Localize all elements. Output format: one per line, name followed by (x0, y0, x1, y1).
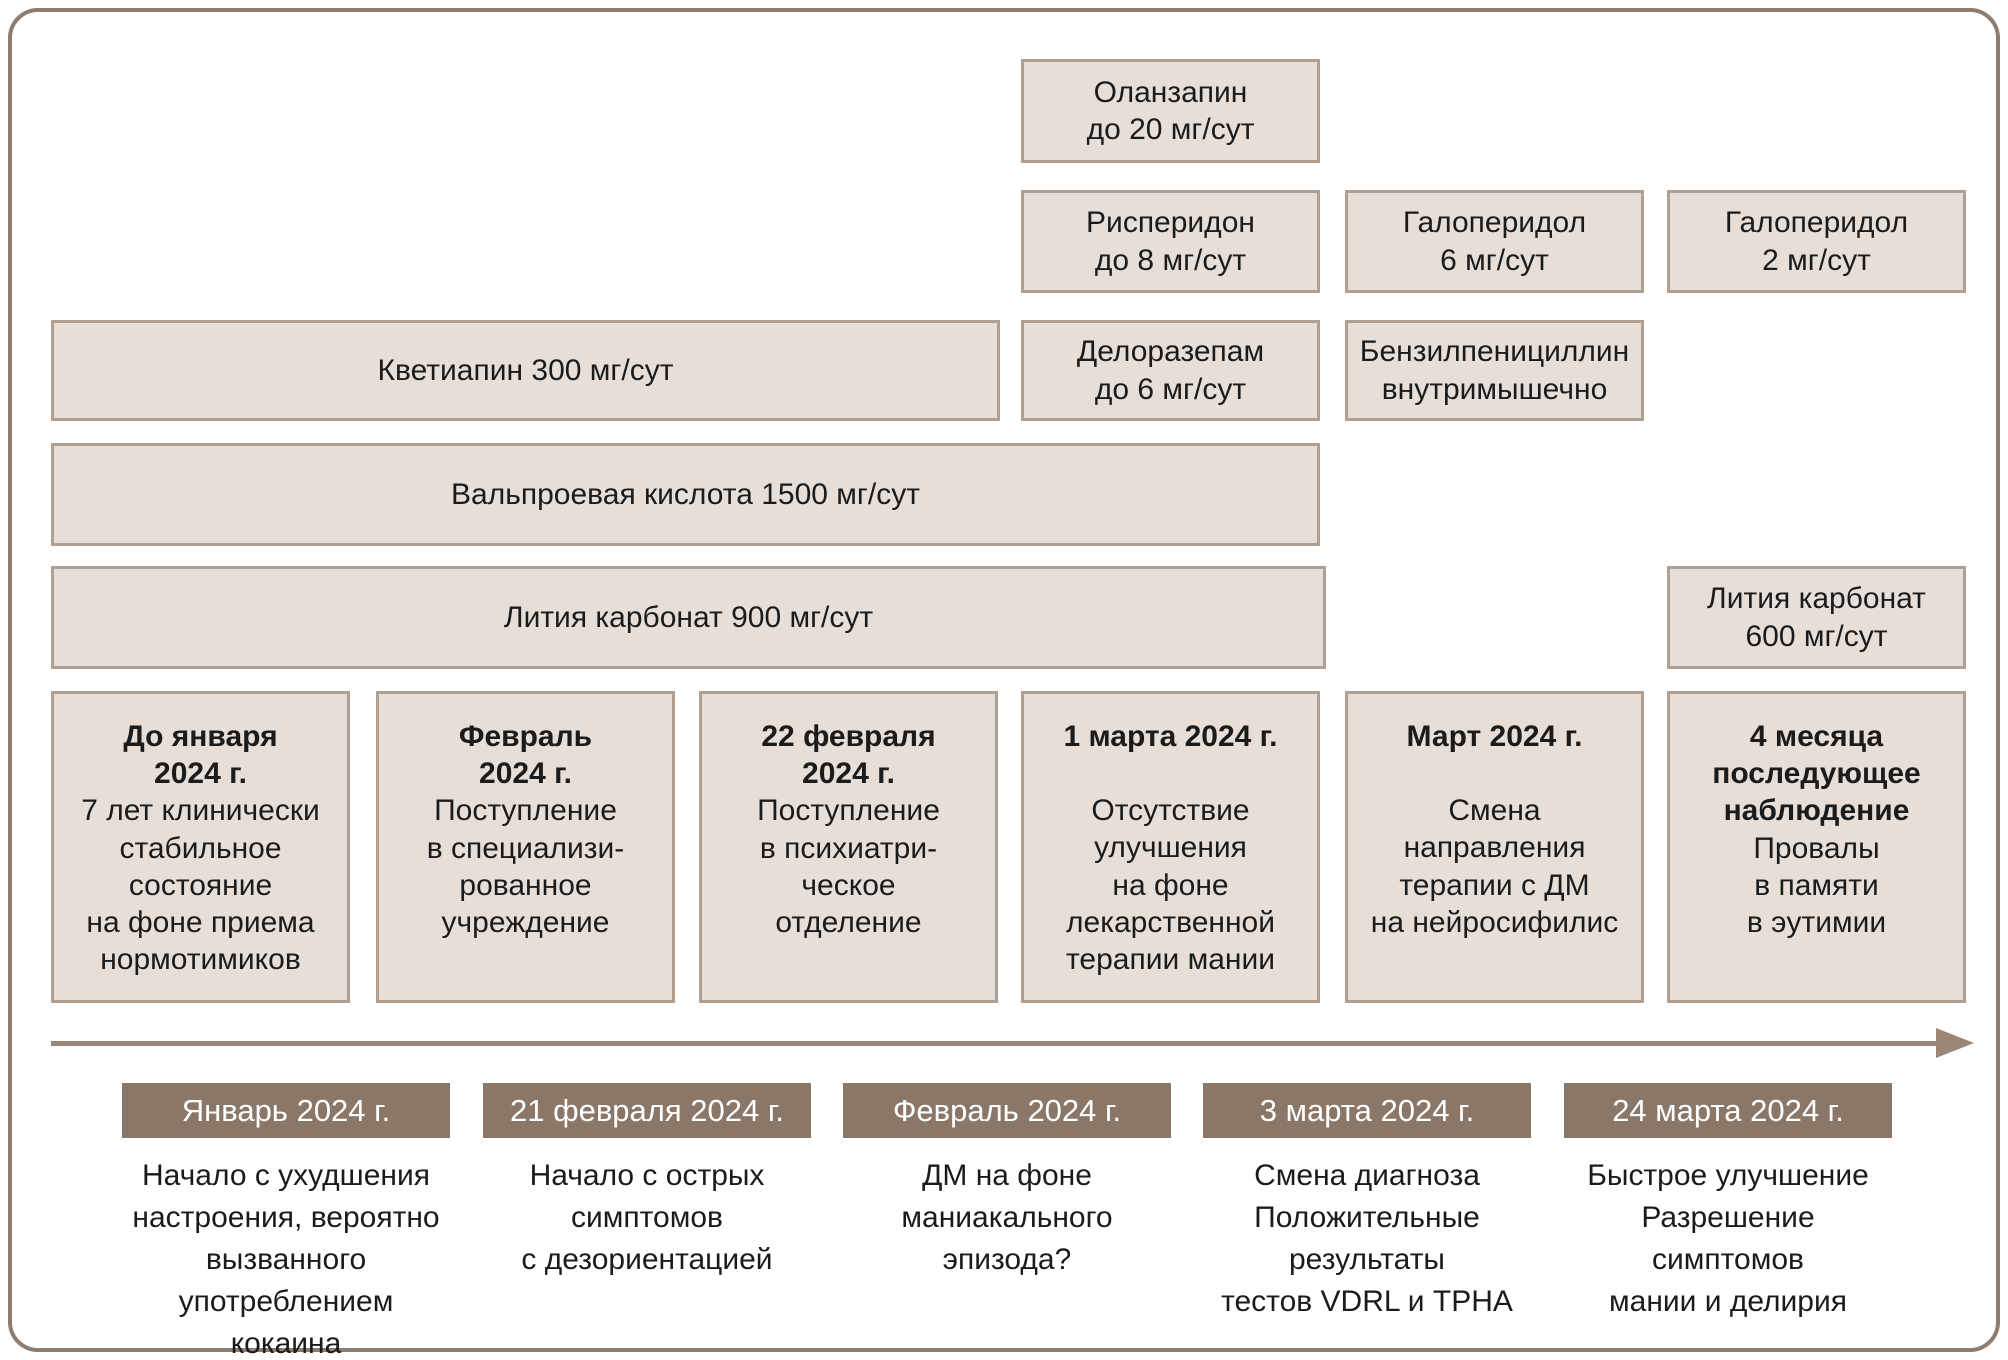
event-date: 1 марта 2024 г. (1063, 720, 1278, 753)
event-box-1-march-2024: 1 марта 2024 г. Отсутствие улучшения на … (1021, 691, 1320, 1003)
medication-box-delorazepam: Делоразепам до 6 мг/сут (1021, 320, 1320, 421)
timeline-date-january-2024: Январь 2024 г. (122, 1083, 450, 1138)
event-date: 4 месяца последующее наблюдение (1712, 720, 1921, 828)
event-date: До января 2024 г. (123, 720, 278, 791)
timeline-note-february-2024: ДМ на фоне маниакального эпизода? (901, 1159, 1113, 1276)
event-text: 7 лет клинически стабильное состояние на… (81, 794, 320, 977)
event-text: Провалы в памяти в эутимии (1746, 831, 1887, 939)
event-box-march-2024: Март 2024 г. Смена направления терапии с… (1345, 691, 1644, 1003)
event-box-4-month-follow-up: 4 месяца последующее наблюдение Провалы … (1667, 691, 1966, 1003)
event-text: Смена направления терапии с ДМ на нейрос… (1370, 794, 1619, 939)
timeline-axis (51, 1041, 1941, 1046)
medication-box-quetiapine: Кветиапин 300 мг/сут (51, 320, 1000, 421)
event-text: Поступление в психиатри- ческое отделени… (757, 794, 940, 939)
timeline-date-21-february-2024: 21 февраля 2024 г. (483, 1083, 811, 1138)
timeline-note-january-2024: Начало с ухудшения настроения, вероятно … (132, 1159, 440, 1360)
event-box-february-2024: Февраль 2024 г. Поступление в специализи… (376, 691, 675, 1003)
timeline-date-february-2024: Февраль 2024 г. (843, 1083, 1171, 1138)
medication-box-lithium-900mg: Лития карбонат 900 мг/сут (51, 566, 1326, 669)
medication-box-olanzapine: Оланзапин до 20 мг/сут (1021, 59, 1320, 163)
event-text: Поступление в специализи- рованное учреж… (426, 794, 625, 939)
event-date: Февраль 2024 г. (458, 720, 593, 791)
medication-box-haloperidol-6mg: Галоперидол 6 мг/сут (1345, 190, 1644, 293)
timeline-date-3-march-2024: 3 марта 2024 г. (1203, 1083, 1531, 1138)
timeline-note-24-march-2024: Быстрое улучшение Разрешение симптомов м… (1587, 1159, 1869, 1318)
event-box-before-january-2024: До января 2024 г. 7 лет клинически стаби… (51, 691, 350, 1003)
medication-box-valproate: Вальпроевая кислота 1500 мг/сут (51, 443, 1320, 546)
timeline-date-24-march-2024: 24 марта 2024 г. (1564, 1083, 1892, 1138)
timeline-note-21-february-2024: Начало с острых симптомов с дезориентаци… (521, 1159, 773, 1276)
timeline-note-3-march-2024: Смена диагноза Положительные результаты … (1221, 1159, 1513, 1318)
event-text: Отсутствие улучшения на фоне лекарственн… (1066, 794, 1275, 976)
medication-box-benzylpenicillin: Бензилпенициллин внутримышечно (1345, 320, 1644, 421)
event-date: 22 февраля 2024 г. (761, 720, 936, 791)
medication-box-risperidone: Рисперидон до 8 мг/сут (1021, 190, 1320, 293)
medication-box-lithium-600mg: Лития карбонат 600 мг/сут (1667, 566, 1966, 669)
event-date: Март 2024 г. (1406, 720, 1583, 753)
arrow-right-icon (1936, 1028, 1974, 1058)
event-box-22-february-2024: 22 февраля 2024 г. Поступление в психиат… (699, 691, 998, 1003)
medication-box-haloperidol-2mg: Галоперидол 2 мг/сут (1667, 190, 1966, 293)
